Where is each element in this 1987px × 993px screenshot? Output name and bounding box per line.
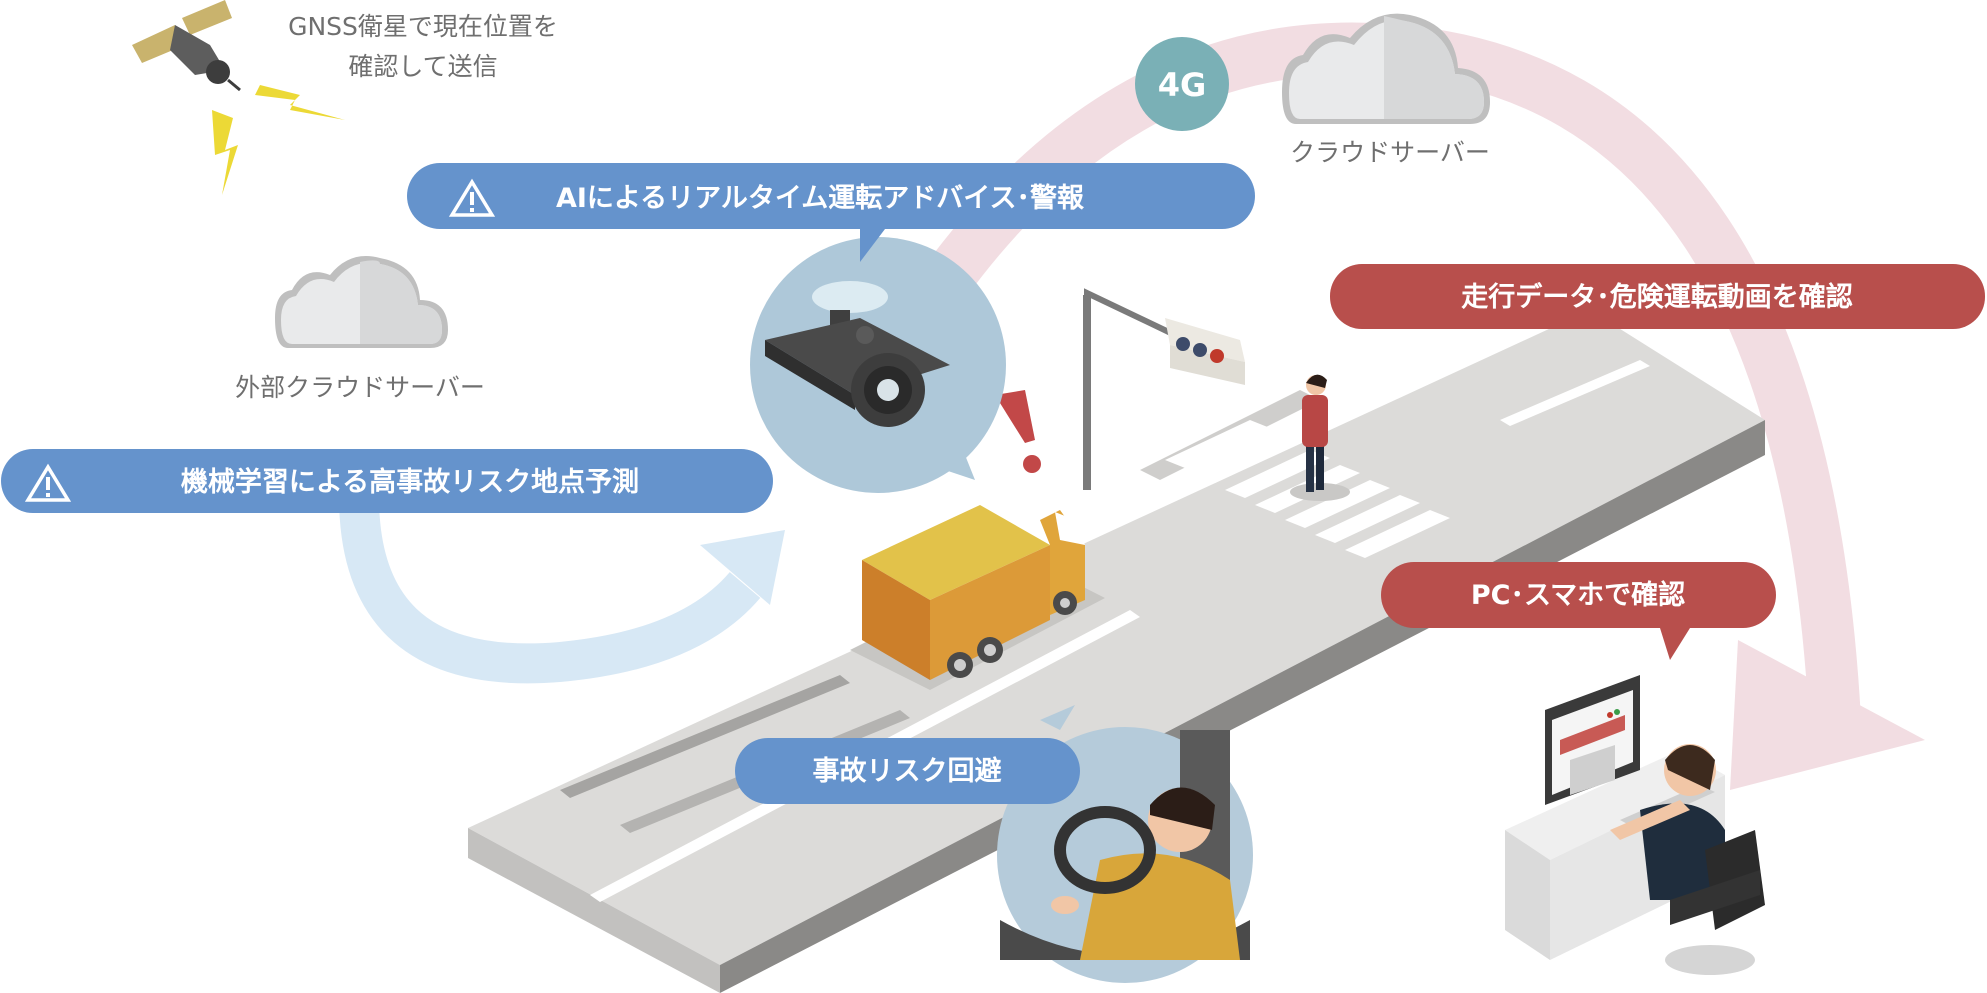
external-cloud-label: 外部クラウドサーバー bbox=[235, 373, 485, 402]
pink-flow-arrow bbox=[924, 22, 1925, 790]
callout-ai-advice bbox=[407, 163, 1255, 262]
warning-triangle-icon bbox=[24, 463, 72, 502]
gnss-label-line2: 確認して送信 bbox=[348, 52, 498, 81]
traffic-signal bbox=[1083, 288, 1245, 490]
callout-accident-avoid bbox=[735, 738, 1080, 804]
network-badge-text: 4G bbox=[1158, 66, 1207, 104]
external-cloud-icon bbox=[275, 256, 448, 348]
callout-pc-phone bbox=[1381, 562, 1776, 660]
gnss-label: GNSS衛星で現在位置を 確認して送信 bbox=[258, 7, 588, 87]
callout-accident-avoid-text: 事故リスク回避 bbox=[813, 755, 1002, 787]
warning-exclamation bbox=[995, 390, 1041, 473]
warning-triangle-icon bbox=[448, 178, 496, 217]
callout-driving-data-text: 走行データ･危険運転動画を確認 bbox=[1461, 281, 1853, 313]
cloud-server-label: クラウドサーバー bbox=[1290, 138, 1490, 167]
callout-ai-advice-text: AIによるリアルタイム運転アドバイス･警報 bbox=[556, 183, 1085, 214]
pc-worker bbox=[1505, 675, 1765, 975]
callout-ml-prediction bbox=[1, 449, 773, 513]
satellite bbox=[132, 0, 241, 92]
truck bbox=[850, 505, 1105, 690]
4g-badge bbox=[1135, 37, 1229, 131]
callout-driving-data bbox=[1330, 264, 1985, 329]
callout-ml-prediction-text: 機械学習による高事故リスク地点予測 bbox=[181, 466, 639, 498]
callout-pc-phone-text: PC･スマホで確認 bbox=[1471, 579, 1685, 611]
gnss-label-line1: GNSS衛星で現在位置を bbox=[288, 12, 558, 41]
cloud-server-icon bbox=[1282, 13, 1490, 125]
blue-flow-arrow bbox=[339, 468, 785, 684]
pedestrian bbox=[1290, 374, 1350, 501]
signal-lightning-icon bbox=[212, 85, 345, 195]
dashcam-bubble bbox=[750, 237, 1006, 493]
